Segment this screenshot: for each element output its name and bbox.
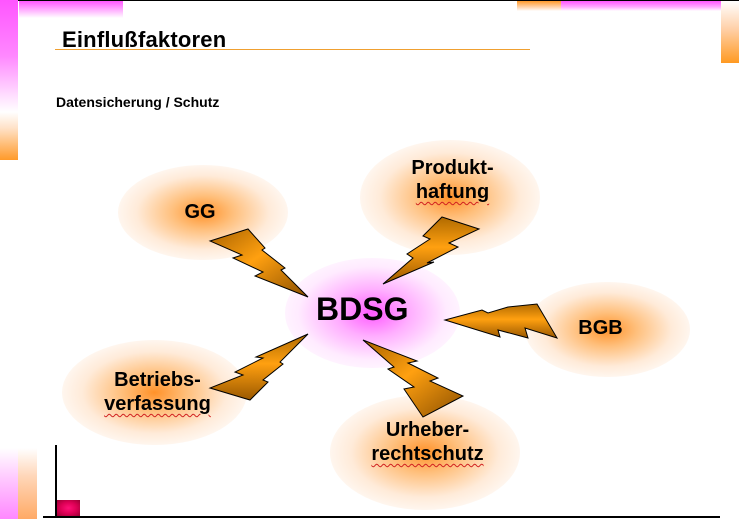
right-gradient-stripe: [721, 1, 739, 63]
factor-label-line2: verfassung: [104, 393, 211, 415]
bolt-gg: [208, 228, 309, 298]
factor-label-line2: haftung: [415, 181, 490, 203]
bolt-bgb: [443, 303, 559, 339]
bolt-betriebsverfassung: [208, 333, 309, 401]
factor-label-line1: GG: [184, 201, 216, 223]
factor-label-line1: Betriebs-: [114, 369, 201, 391]
factor-node-gg: GG: [170, 200, 230, 224]
left-gradient-stripe: [0, 0, 18, 160]
bolt-urheberrechtschutz: [362, 339, 465, 418]
top-left-gradient-bar: [19, 1, 123, 18]
factor-label-line1: Produkt-: [411, 157, 494, 179]
bottom-left-magenta-stripe: [0, 448, 18, 519]
slide-title: Einflußfaktoren: [62, 27, 227, 52]
factor-label-line1: BGB: [578, 317, 623, 339]
top-orange-gradient-bar: [517, 1, 561, 11]
glow-betriebsverfassung: [62, 340, 247, 445]
factor-label-line1: Urheber-: [385, 419, 470, 441]
lightning-bolt-icon: [382, 216, 481, 285]
factor-node-betriebsverfassung: Betriebs- verfassung: [85, 368, 230, 416]
factor-label-line2: rechtschutz: [371, 443, 484, 465]
factor-node-bgb: BGB: [568, 316, 633, 340]
slide-marker-square: [57, 500, 80, 516]
top-magenta-gradient-bar: [561, 1, 721, 11]
lightning-bolt-icon: [362, 339, 465, 418]
slide-subtitle: Datensicherung / Schutz: [56, 94, 220, 110]
top-border-line: [0, 0, 739, 1]
factor-node-produkthaftung: Produkt- haftung: [395, 156, 510, 204]
lightning-bolt-icon: [208, 333, 309, 401]
glow-bdsg: [285, 258, 460, 368]
bottom-left-orange-stripe: [18, 448, 37, 519]
lightning-bolt-icon: [443, 303, 559, 339]
factor-node-urheberrechtschutz: Urheber- rechtschutz: [355, 418, 500, 466]
bolt-produkthaftung: [382, 216, 481, 285]
title-underline: [55, 49, 530, 50]
bottom-horizontal-rule: [43, 516, 720, 518]
bottom-vertical-rule: [55, 445, 57, 518]
lightning-bolt-icon: [208, 228, 309, 298]
center-node-bdsg: BDSG: [316, 291, 409, 327]
